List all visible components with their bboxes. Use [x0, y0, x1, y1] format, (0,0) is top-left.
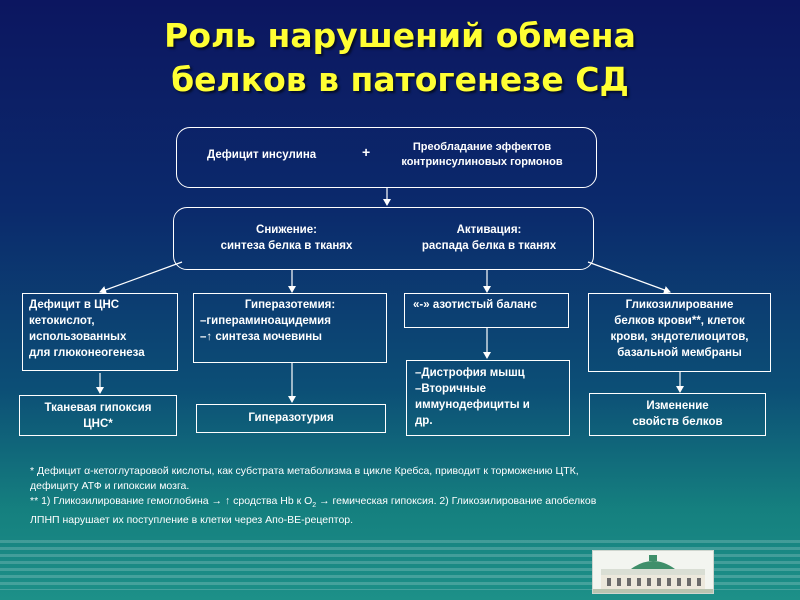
muscle-dystrophy-line-2: –Вторичные	[415, 383, 486, 395]
slide-title-line-1: Роль нарушений обмена	[164, 16, 636, 55]
insulin-deficit-label: Дефицит инсулина	[207, 149, 317, 161]
protein-properties-box: Изменение свойств белков	[589, 393, 766, 436]
urea-synthesis-item: –↑ синтеза мочевины	[200, 331, 323, 343]
muscle-dystrophy-line-4: др.	[415, 415, 433, 427]
cns-deficit-line-2: кетокислот,	[29, 315, 95, 327]
glycosylation-line-3: крови, эндотелиоцитов,	[610, 331, 749, 343]
synthesis-decrease-label: Снижение: синтеза белка в тканях	[194, 222, 379, 254]
footnote-2-line-1: ** 1) Гликозилирование гемоглобина → ↑ с…	[30, 495, 597, 510]
glycosylation-box: Гликозилирование белков крови**, клеток …	[588, 293, 771, 372]
synthesis-decrease-line-1: Снижение:	[256, 224, 317, 236]
cns-deficit-line-4: для глюконеогенеза	[29, 347, 145, 359]
protein-properties-line-2: свойств белков	[632, 416, 723, 428]
muscle-dystrophy-box: –Дистрофия мышц –Вторичные иммунодефицит…	[406, 360, 570, 436]
hyperazoturia-box: Гиперазотурия	[196, 404, 386, 433]
building-illustration	[593, 551, 713, 593]
insulin-deficit-box: Дефицит инсулина + Преобладание эффектов…	[176, 127, 597, 188]
cns-ketoacid-deficit-box: Дефицит в ЦНС кетокислот, использованных…	[22, 293, 178, 371]
footnote-1-line-2: дефициту АТФ и гипоксии мозга.	[30, 480, 190, 492]
protein-metabolism-box: Снижение: синтеза белка в тканях Активац…	[173, 207, 594, 270]
tissue-hypoxia-line-2: ЦНС*	[83, 418, 113, 430]
synthesis-decrease-line-2: синтеза белка в тканях	[220, 240, 353, 252]
glycosylation-line-1: Гликозилирование	[625, 299, 734, 311]
hyperazotemia-title: Гиперазотемия:	[244, 299, 336, 311]
footnote-1-line-1: * Дефицит α-кетоглутаровой кислоты, как …	[30, 465, 579, 477]
arrow-second-to-col4	[587, 261, 671, 294]
hyperazoturia-label: Гиперазотурия	[248, 412, 334, 424]
glycosylation-line-2: белков крови**, клеток	[614, 315, 745, 327]
arrow-second-to-col1	[99, 261, 183, 294]
slide-title: Роль нарушений обмена белков в патогенез…	[0, 14, 800, 102]
building-image	[592, 550, 714, 594]
tissue-hypoxia-line-1: Тканевая гипоксия	[44, 402, 152, 414]
breakdown-activation-line-2: распада белка в тканях	[421, 240, 557, 252]
cns-deficit-line-1: Дефицит в ЦНС	[29, 299, 120, 311]
nitrogen-balance-label: «-» азотистый баланс	[413, 299, 537, 311]
muscle-dystrophy-line-1: –Дистрофия мышц	[415, 367, 525, 379]
breakdown-activation-label: Активация: распада белка в тканях	[394, 222, 584, 254]
hyperazotemia-box: Гиперазотемия: –гипераминоацидемия –↑ си…	[193, 293, 387, 363]
slide-title-line-2: белков в патогенезе СД	[171, 60, 629, 99]
protein-properties-line-1: Изменение	[646, 400, 709, 412]
footnote-2-line-2: ЛПНП нарушает их поступление в клетки че…	[30, 514, 354, 527]
muscle-dystrophy-line-3: иммунодефициты и	[415, 399, 530, 411]
breakdown-activation-line-1: Активация:	[456, 224, 522, 236]
counter-insulin-line-1: Преобладание эффектов	[412, 141, 552, 153]
footnotes: * Дефицит α-кетоглутаровой кислоты, как …	[30, 464, 750, 528]
negative-nitrogen-balance-box: «-» азотистый баланс	[404, 293, 569, 328]
counter-insulin-line-2: контринсулиновых гормонов	[401, 156, 563, 168]
plus-sign: +	[362, 144, 371, 160]
hyperaminoacidemia-item: –гипераминоацидемия	[200, 315, 331, 327]
tissue-hypoxia-box: Тканевая гипоксия ЦНС*	[19, 395, 177, 436]
counter-insulin-label: Преобладание эффектов контринсулиновых г…	[377, 140, 587, 170]
glycosylation-line-4: базальной мембраны	[617, 347, 742, 359]
cns-deficit-line-3: использованных	[29, 331, 127, 343]
